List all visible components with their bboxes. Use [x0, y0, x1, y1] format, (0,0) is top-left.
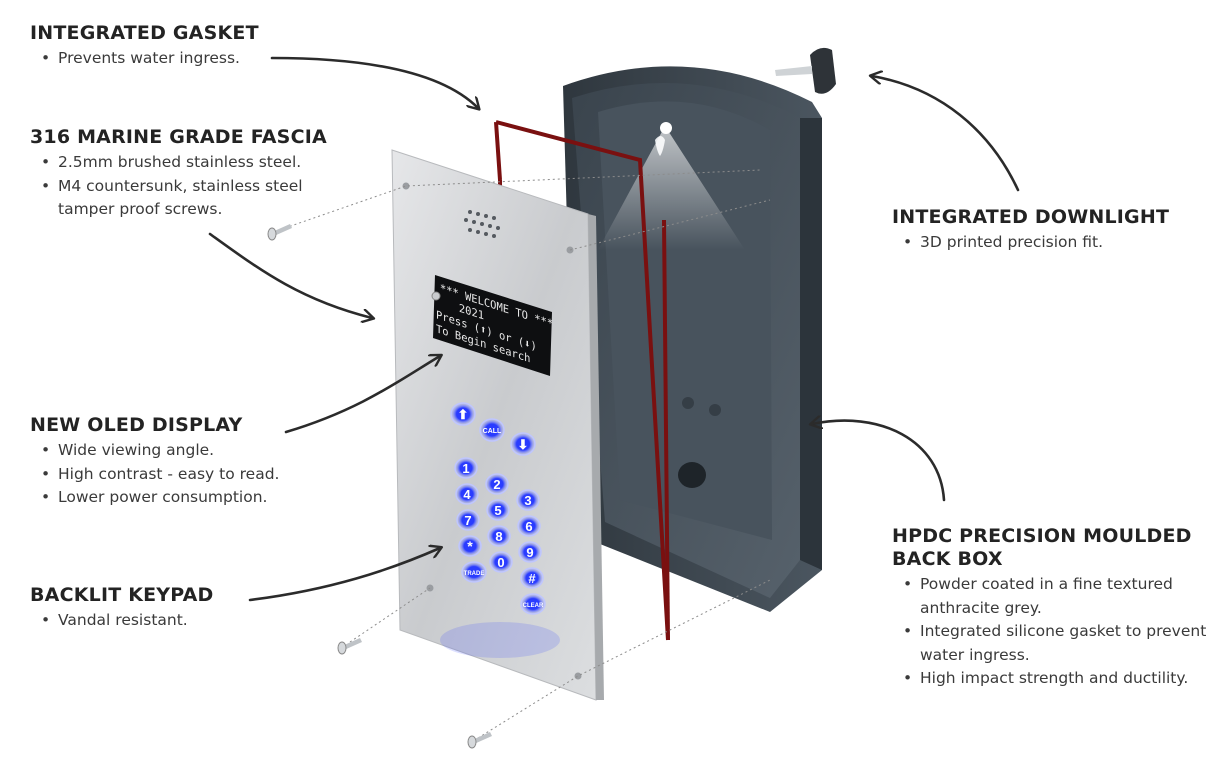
- svg-text:#: #: [528, 571, 536, 586]
- svg-text:6: 6: [525, 519, 532, 534]
- camera-lens: [431, 291, 441, 301]
- key-up[interactable]: ⬆: [450, 402, 476, 426]
- svg-text:3: 3: [524, 493, 531, 508]
- downlight-beam: [598, 126, 745, 250]
- callout-backlit-keypad: BACKLIT KEYPAD Vandal resistant.: [30, 584, 214, 633]
- key-1[interactable]: 1: [454, 457, 478, 479]
- key-hash[interactable]: #: [520, 567, 544, 589]
- callout-oled-display: NEW OLED DISPLAY Wide viewing angle. Hig…: [30, 414, 279, 510]
- key-6[interactable]: 6: [517, 515, 541, 537]
- fixing-hole: [682, 397, 694, 409]
- key-call[interactable]: CALL: [479, 418, 505, 442]
- key-down[interactable]: ⬇: [510, 432, 536, 456]
- backlit-keypad: ⬆ CALL ⬇ 1 2 3 4 5: [440, 402, 560, 658]
- svg-text:⬇: ⬇: [518, 437, 529, 452]
- screw: [337, 638, 362, 655]
- callout-title: HPDC PRECISION MOULDED BACK BOX: [892, 525, 1192, 570]
- arrow-fascia: [208, 232, 372, 318]
- callout-marine-fascia: 316 MARINE GRADE FASCIA 2.5mm brushed st…: [30, 126, 330, 222]
- svg-text:7: 7: [464, 513, 471, 528]
- callout-title: 316 MARINE GRADE FASCIA: [30, 126, 327, 148]
- callout-bullets: Prevents water ingress.: [30, 47, 259, 71]
- svg-text:2: 2: [493, 477, 500, 492]
- svg-text:*: *: [467, 538, 473, 554]
- svg-text:⬆: ⬆: [458, 407, 469, 422]
- bullet: Wide viewing angle.: [41, 439, 279, 463]
- svg-text:TRADE: TRADE: [464, 571, 485, 577]
- arrow-downlight: [872, 76, 1020, 192]
- svg-text:8: 8: [495, 529, 502, 544]
- bullet: Vandal resistant.: [41, 609, 214, 633]
- speaker-grille: [464, 210, 500, 238]
- key-star[interactable]: *: [458, 535, 482, 557]
- callout-bullets: Powder coated in a fine textured anthrac…: [892, 573, 1212, 691]
- bullet: High impact strength and ductility.: [903, 667, 1212, 691]
- callout-bullets: Wide viewing angle. High contrast - easy…: [30, 439, 280, 510]
- svg-text:5: 5: [494, 503, 501, 518]
- tamper-screws: [267, 224, 492, 749]
- bullet: Powder coated in a fine textured anthrac…: [903, 573, 1212, 620]
- arrow-oled: [284, 356, 440, 434]
- callout-title: INTEGRATED GASKET: [30, 22, 259, 44]
- key-clear[interactable]: CLEAR: [520, 593, 546, 615]
- key-8[interactable]: 8: [487, 525, 511, 547]
- callout-bullets: Vandal resistant.: [30, 609, 214, 633]
- screw: [467, 732, 492, 749]
- key-2[interactable]: 2: [485, 473, 509, 495]
- svg-text:CALL: CALL: [483, 428, 502, 435]
- key-3[interactable]: 3: [516, 489, 540, 511]
- fixing-hole: [709, 404, 721, 416]
- svg-text:CLEAR: CLEAR: [523, 603, 544, 609]
- callout-bullets: 2.5mm brushed stainless steel. M4 counte…: [30, 151, 330, 222]
- bullet: Integrated silicone gasket to prevent wa…: [903, 620, 1212, 667]
- bullet: M4 countersunk, stainless steel tamper p…: [41, 175, 330, 222]
- svg-text:4: 4: [463, 487, 471, 502]
- callout-title: BACKLIT KEYPAD: [30, 584, 214, 606]
- callout-back-box: HPDC PRECISION MOULDED BACK BOX Powder c…: [892, 525, 1212, 691]
- cable-hole: [678, 462, 706, 488]
- key-4[interactable]: 4: [455, 483, 479, 505]
- bullet: Lower power consumption.: [41, 486, 279, 510]
- arrow-backbox: [812, 421, 946, 502]
- callout-arrows: [208, 56, 1020, 602]
- screw-alignment-lines: [284, 169, 771, 739]
- screw: [267, 224, 292, 241]
- downlight-module: [775, 47, 836, 94]
- key-0[interactable]: 0: [489, 551, 513, 573]
- callout-integrated-gasket: INTEGRATED GASKET Prevents water ingress…: [30, 22, 259, 71]
- svg-text:0: 0: [497, 555, 504, 570]
- bullet: High contrast - easy to read.: [41, 463, 280, 487]
- downlight-led: [660, 122, 672, 134]
- callout-title: NEW OLED DISPLAY: [30, 414, 243, 436]
- bullet: 3D printed precision fit.: [903, 231, 1169, 255]
- arrow-keypad: [248, 548, 440, 602]
- key-9[interactable]: 9: [518, 541, 542, 563]
- callout-integrated-downlight: INTEGRATED DOWNLIGHT 3D printed precisio…: [892, 206, 1169, 255]
- key-trade[interactable]: TRADE: [461, 561, 487, 583]
- key-7[interactable]: 7: [456, 509, 480, 531]
- arrow-gasket: [270, 56, 478, 108]
- bullet: 2.5mm brushed stainless steel.: [41, 151, 330, 175]
- bullet: Prevents water ingress.: [41, 47, 259, 71]
- callout-title: INTEGRATED DOWNLIGHT: [892, 206, 1170, 228]
- key-5[interactable]: 5: [486, 499, 510, 521]
- svg-text:1: 1: [462, 461, 469, 476]
- callout-bullets: 3D printed precision fit.: [892, 231, 1169, 255]
- keypad-glow: [440, 622, 560, 658]
- svg-text:9: 9: [526, 545, 533, 560]
